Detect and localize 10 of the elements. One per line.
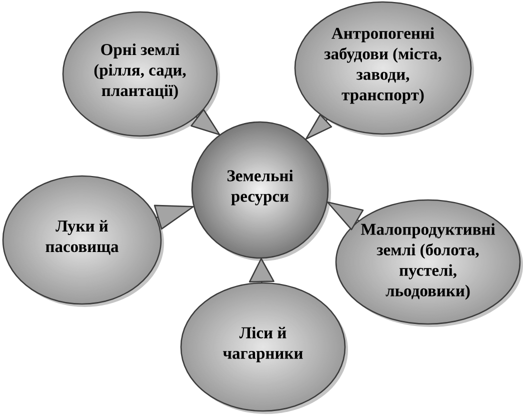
- speech-bubble: Луки й пасовища: [2, 175, 164, 307]
- speech-bubble: Антропогенні забудови (міста, заводи, транспорт): [294, 1, 474, 137]
- bubble-tail: [305, 114, 332, 140]
- speech-bubble: Орні землі (рілля, сади, плантації): [62, 11, 220, 139]
- bubble-tail: [154, 204, 194, 230]
- bubble-tail: [326, 201, 364, 230]
- bubble-tail: [190, 108, 220, 136]
- speech-bubble: Малопродуктивні землі (болота, пустелі, льодовики): [335, 199, 523, 327]
- bubble-tail: [248, 258, 274, 283]
- speech-bubble: Ліси й чагарники: [180, 282, 348, 414]
